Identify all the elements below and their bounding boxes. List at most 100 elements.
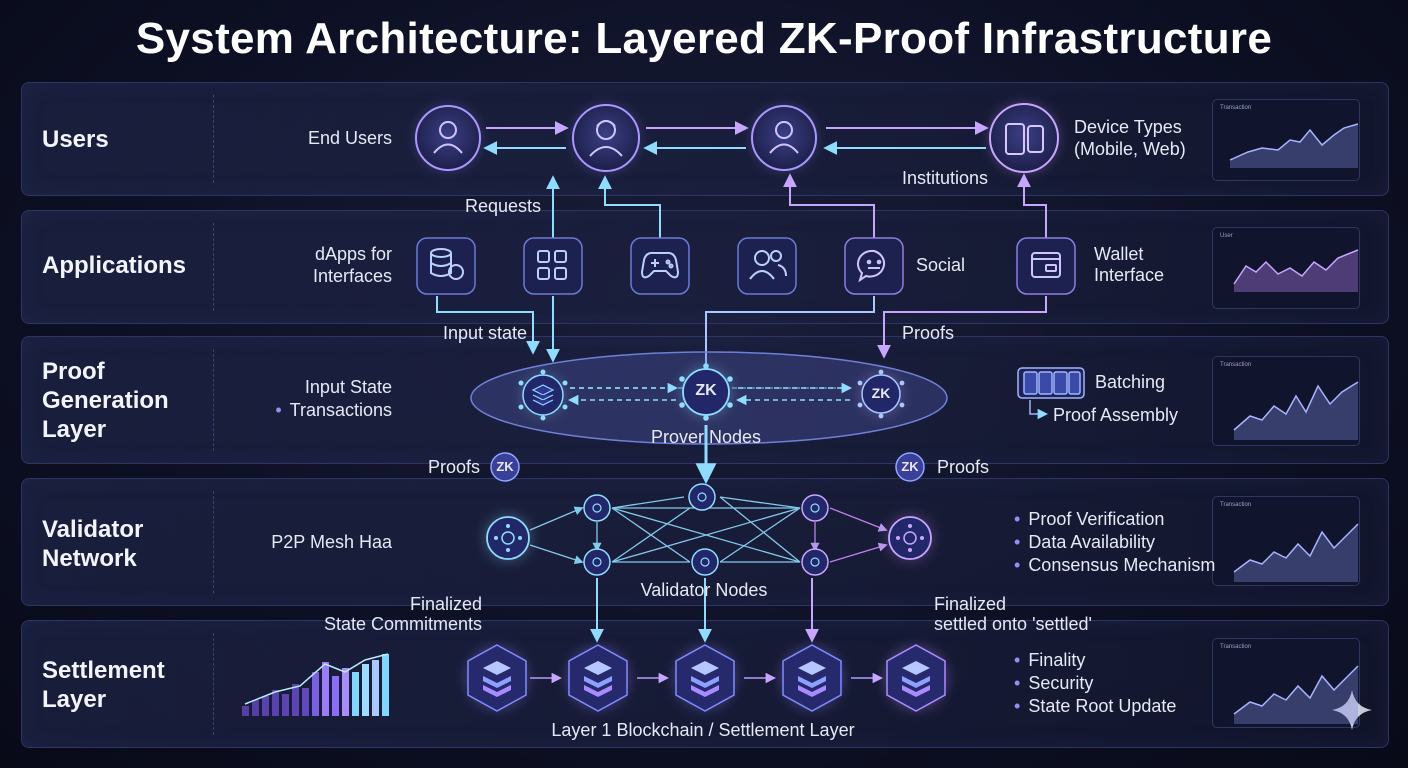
grid-apps-icon — [537, 250, 567, 280]
validator-bullet-2: •Data Availability — [1014, 532, 1155, 553]
mini-chart-validator: Transaction — [1212, 496, 1360, 586]
label-social: Social — [916, 255, 966, 275]
validator-bullet-1: • Proof Verification — [1014, 509, 1164, 530]
validator-mesh — [529, 496, 888, 565]
label-validator-nodes: Validator Nodes — [640, 580, 768, 600]
label-finalized-right-2: settled onto 'settled' — [934, 614, 1092, 634]
user-avatar-icon — [589, 120, 623, 157]
person-icon — [433, 121, 463, 154]
zk-badge-left — [490, 452, 520, 482]
mini-chart-label: User — [1220, 233, 1233, 239]
label-wallet-1: Wallet — [1094, 244, 1144, 264]
settlement-bullet-text: Security — [1028, 673, 1094, 693]
bullet-dot: • — [1014, 509, 1021, 529]
mini-chart-line-proof — [1233, 381, 1359, 440]
label-dapps-2: Interfaces — [312, 266, 392, 286]
app-node-game[interactable] — [630, 237, 690, 295]
page-title: System Architecture: Layered ZK-Proof In… — [135, 14, 1273, 63]
zk-label-badge-right: ZK — [901, 459, 919, 474]
label-transactions-text: Transactions — [289, 400, 392, 420]
app-node-people[interactable] — [737, 237, 797, 295]
label-end-users: End Users — [307, 128, 392, 148]
label-p2p-mesh: P2P Mesh Haa — [271, 532, 392, 552]
band-divider — [213, 349, 214, 451]
user-app-links — [430, 167, 1047, 238]
app-node-grid[interactable] — [523, 237, 583, 295]
validator-bullet-text: Proof Verification — [1028, 509, 1165, 529]
prover-node-center[interactable] — [679, 363, 733, 421]
label-dapps-1: dApps for — [314, 244, 392, 264]
band-divider — [213, 633, 214, 735]
label-requests: Requests — [465, 196, 542, 216]
validator-bullet-text: Consensus Mechanism — [1028, 555, 1216, 575]
bullet-dot: • — [1014, 555, 1021, 575]
mini-chart-label: Transaction — [1220, 362, 1252, 368]
settlement-bullet-3: • State Root Update — [1014, 696, 1176, 717]
label-input-state-app: Input state — [443, 323, 528, 343]
label-finalized-left-1: Finalized — [409, 594, 482, 614]
label-finalized-left-2: State Commitments — [323, 614, 482, 634]
validator-bullet-3: • Consensus Mechanism — [1014, 555, 1215, 576]
label-device-types-2: (Mobile, Web) — [1074, 139, 1186, 159]
mini-chart-label: Transaction — [1220, 502, 1252, 508]
zk-label-prover-center: ZK — [695, 382, 717, 399]
mini-chart-proof-generation: Transaction — [1212, 356, 1360, 446]
layer-band-applications: Applications User — [21, 210, 1389, 324]
settlement-bullet-text: State Root Update — [1028, 696, 1177, 716]
mini-chart-line-settlement — [1233, 665, 1359, 724]
validator-node-left[interactable] — [484, 514, 532, 562]
app-prover-links — [436, 296, 1047, 372]
wallet-window-icon — [1031, 252, 1061, 278]
label-transactions: • Transactions — [242, 400, 392, 421]
user-links — [483, 121, 989, 155]
band-divider — [213, 491, 214, 593]
settlement-bullet-2: • Security — [1014, 673, 1093, 694]
prover-node-right[interactable] — [857, 369, 905, 419]
app-node-social[interactable] — [844, 237, 904, 295]
batching-icon — [1017, 367, 1085, 420]
zk-label-badge-left: ZK — [496, 459, 514, 474]
gamepad-icon — [640, 251, 680, 279]
label-proofs-app: Proofs — [902, 323, 955, 343]
bullet-dot: • — [1014, 696, 1021, 716]
zk-label-prover-right: ZK — [871, 385, 891, 401]
label-device-types-1: Device Types — [1074, 117, 1182, 137]
mini-chart-line-users — [1229, 123, 1359, 168]
layer-title-users: Users — [42, 126, 109, 153]
label-batching: Batching — [1095, 372, 1166, 392]
layer-title-applications: Applications — [42, 252, 187, 279]
settlement-bullet-text: Finality — [1028, 650, 1086, 670]
person-icon — [769, 121, 799, 154]
chat-bubble-icon — [856, 249, 886, 283]
database-coin-icon — [430, 248, 464, 280]
validator-mesh-nodes[interactable] — [583, 483, 829, 576]
band-divider — [213, 95, 214, 183]
zk-badge-right — [895, 452, 925, 482]
label-institutions: Institutions — [902, 168, 989, 188]
bullet-dot: • — [275, 400, 282, 420]
settlement-bar-graphic — [242, 653, 389, 716]
prover-node-left[interactable] — [518, 369, 568, 421]
label-input-state: Input State — [304, 377, 392, 397]
validator-mesh-node-cores — [592, 492, 820, 567]
bullet-dot: • — [1014, 673, 1021, 693]
layer-band-users: Users Transaction — [21, 82, 1389, 196]
label-proofs-left: Proofs — [428, 457, 481, 477]
mini-chart-applications: User — [1212, 227, 1360, 309]
sparkle-icon — [1332, 690, 1372, 730]
mini-chart-label: Transaction — [1220, 644, 1252, 650]
devices-icon — [1005, 123, 1044, 155]
validator-bullet-text: Data Availability — [1028, 532, 1156, 552]
label-wallet-2: Interface — [1094, 265, 1165, 285]
label-proof-assembly: Proof Assembly — [1053, 405, 1179, 425]
label-proofs-right: Proofs — [937, 457, 990, 477]
layer-title-proof-generation: Proof Generation Layer — [42, 358, 169, 443]
label-finalized-right-1: Finalized — [934, 594, 1007, 614]
mini-chart-users: Transaction — [1212, 99, 1360, 181]
label-prover-nodes: Prover Nodes — [650, 427, 762, 447]
settlement-blocks[interactable] — [465, 644, 948, 712]
layer-title-validator: Validator Network — [42, 516, 144, 572]
bullet-dot: • — [1014, 650, 1021, 670]
validator-node-right[interactable] — [886, 514, 934, 562]
